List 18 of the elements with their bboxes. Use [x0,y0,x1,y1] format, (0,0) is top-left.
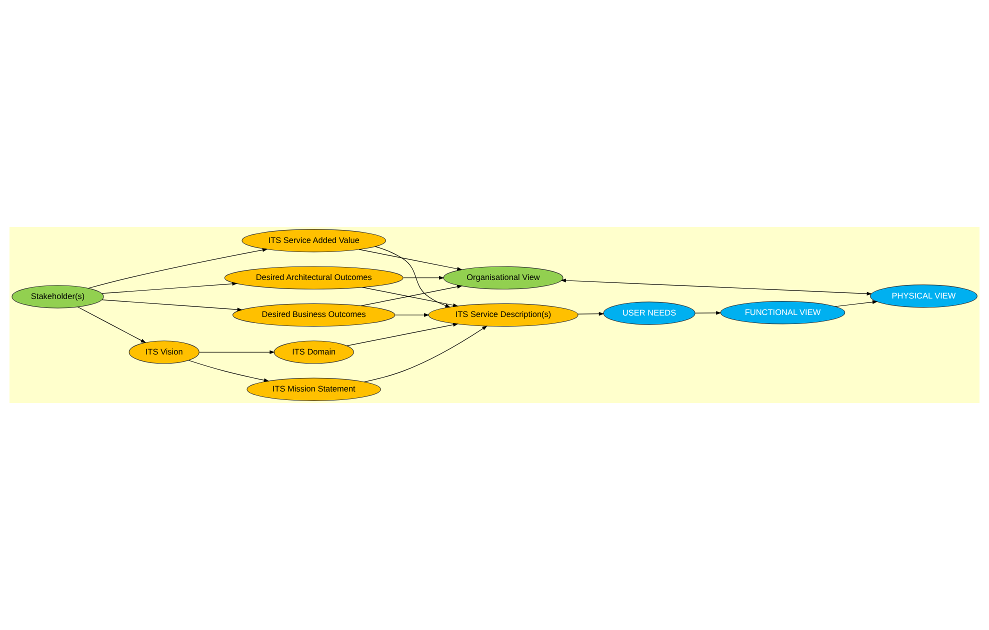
arrow [834,300,878,307]
arrow [77,306,146,344]
arrow [374,246,451,308]
arrow [88,248,268,289]
arrow [360,284,463,306]
arrow [346,322,458,346]
arrow [364,326,488,382]
arrow [403,276,444,280]
arrow [394,313,430,317]
arrow [560,278,872,296]
arrow [358,249,462,271]
arrow [362,287,458,308]
arrow [577,312,604,316]
arrow [102,300,243,312]
arrow [694,311,722,315]
arrow [102,282,238,294]
arrow [199,350,275,354]
arrow [188,360,270,382]
